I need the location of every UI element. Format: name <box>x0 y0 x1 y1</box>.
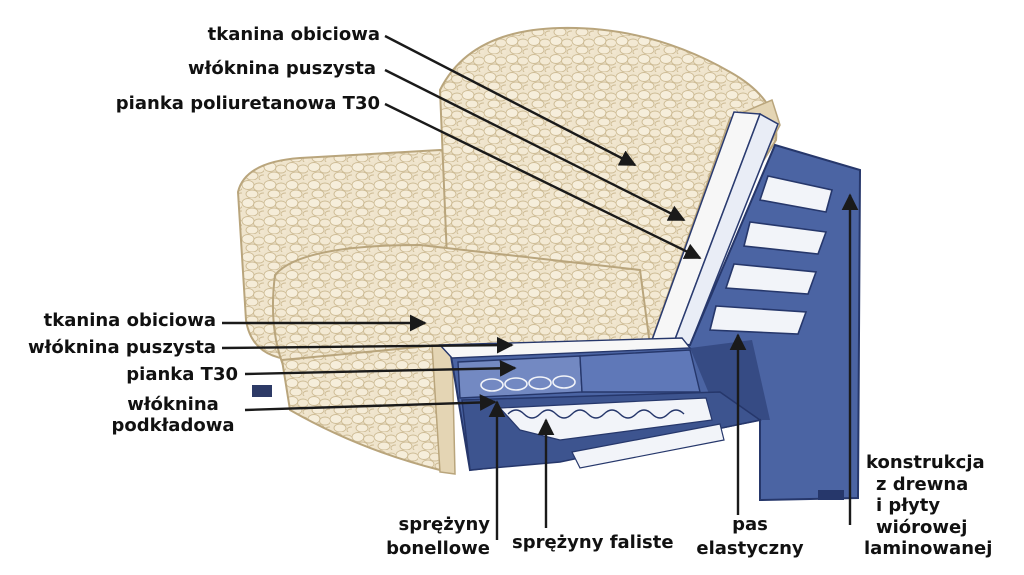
label-seat-foam: pianka T30 <box>126 364 238 385</box>
leader-lines <box>221 34 859 540</box>
label-seat-underlay-line2: podkładowa <box>111 415 235 436</box>
label-frame-line4: wiórowej <box>876 516 968 538</box>
front-foot <box>252 385 272 397</box>
label-back-fiber: włóknina puszysta <box>188 58 376 79</box>
label-seat-fabric: tkanina obiciowa <box>43 310 216 331</box>
leader-back-fabric <box>384 34 637 167</box>
rear-foot <box>818 490 844 500</box>
label-frame: konstrukcja z drewna i płyty wiórowej la… <box>864 452 993 560</box>
lower-frame-cutout <box>571 423 725 469</box>
frame-cross-section <box>438 111 862 502</box>
leader-back-foam <box>384 102 702 260</box>
seat-cushion <box>271 243 652 372</box>
label-back-fabric: tkanina obiciowa <box>207 24 380 45</box>
leader-seat-fiber <box>221 336 514 354</box>
label-bonell-line2: bonellowe <box>386 538 490 559</box>
label-frame-line1: konstrukcja <box>866 452 985 473</box>
label-bonell-line1: sprężyny <box>398 514 490 535</box>
label-frame-line5: laminowanej <box>864 538 993 559</box>
label-seat-underlay: włóknina podkładowa <box>98 394 248 436</box>
seat-foam-block <box>457 355 583 399</box>
bonell-springs <box>480 375 576 392</box>
leader-back-fiber <box>384 68 686 222</box>
leader-seat-foam <box>244 359 517 377</box>
label-seat-fiber: włóknina puszysta <box>28 337 216 358</box>
frame-inner-cavity <box>690 340 770 420</box>
wavy-spring-wire <box>507 409 685 419</box>
label-elastic-line1: pas <box>732 514 768 535</box>
seat-front-rail <box>579 349 701 393</box>
label-elastic: pas elastyczny <box>690 514 810 559</box>
label-seat-underlay-line1: włóknina <box>127 394 219 415</box>
label-frame-line3: i płyty <box>876 495 941 516</box>
label-frame-line2: z drewna <box>876 473 969 495</box>
label-bonell: sprężyny bonellowe <box>386 514 490 559</box>
back-rails <box>708 175 833 335</box>
label-wavy: sprężyny faliste <box>512 532 674 553</box>
label-back-foam: pianka poliuretanowa T30 <box>115 93 380 114</box>
label-elastic-line2: elastyczny <box>696 538 804 559</box>
leader-seat-underlay <box>244 394 497 412</box>
